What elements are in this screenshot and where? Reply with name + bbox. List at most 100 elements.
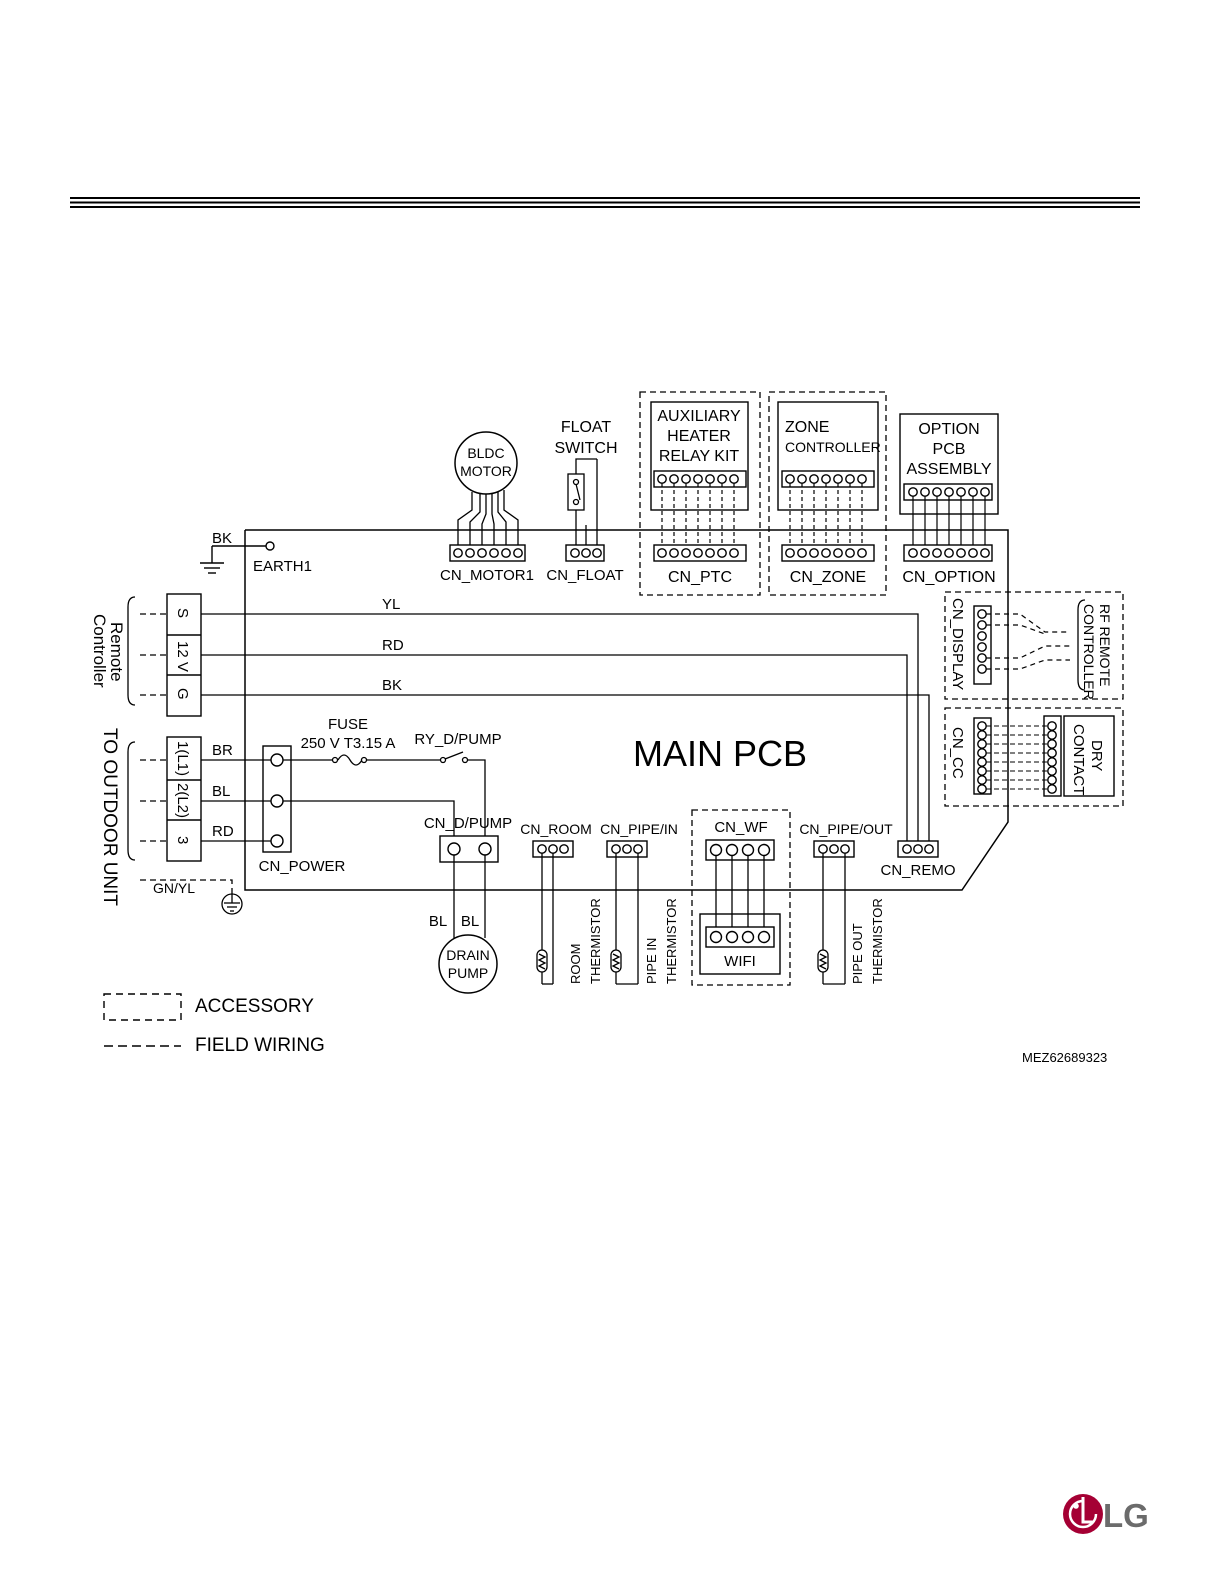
cn-cc-label: CN_CC xyxy=(949,727,966,779)
cn-pipe-in-label: CN_PIPE/IN xyxy=(600,821,678,837)
relay-label: RY_D/PUMP xyxy=(414,731,501,748)
cn-remo-label: CN_REMO xyxy=(880,862,955,879)
pipe-in-thermistor-line2: THERMISTOR xyxy=(664,898,679,984)
wire-bk-label: BK xyxy=(382,677,402,694)
option-pcb-line2: PCB xyxy=(933,441,966,458)
dry-contact-line1: DRY xyxy=(1088,740,1105,771)
pipe-out-thermistor-line2: THERMISTOR xyxy=(870,898,885,984)
fuse-line1: FUSE xyxy=(328,716,368,733)
rf-wires xyxy=(986,613,1070,670)
header-rule xyxy=(70,197,1140,208)
terminal-12v: 12 V xyxy=(174,641,191,672)
outdoor-terminal-block xyxy=(166,736,202,862)
cn-power-label: CN_POWER xyxy=(259,858,346,875)
earth-wire-bk: BK xyxy=(212,530,232,547)
zone-controller-line1: ZONE xyxy=(785,419,829,436)
cn-pipe-in-pins xyxy=(611,844,643,854)
power-wires xyxy=(201,759,486,842)
part-number: MEZ62689323 xyxy=(1022,1050,1107,1065)
terminal-3: 3 xyxy=(174,836,191,844)
legend-accessory-label: ACCESSORY xyxy=(195,996,314,1017)
wifi-module-pins xyxy=(709,930,771,944)
aux-heater-relay-kit xyxy=(650,401,749,511)
terminal-1: 1(L1) xyxy=(174,741,191,776)
wifi-label: WIFI xyxy=(724,953,756,970)
zone-wires xyxy=(789,483,863,549)
room-thermistor-line2: THERMISTOR xyxy=(588,898,603,984)
option-wires xyxy=(912,496,986,549)
outdoor-unit-label: TO OUTDOOR UNIT xyxy=(99,728,120,906)
pipe-in-thermistor-line1: PIPE IN xyxy=(644,938,659,984)
aux-heater-line1: AUXILIARY xyxy=(657,408,741,425)
cn-pipe-out-pins xyxy=(818,844,850,854)
cn-option-label: CN_OPTION xyxy=(902,569,995,586)
cc-wires xyxy=(986,725,1048,790)
pipe-out-thermistor-line1: PIPE OUT xyxy=(850,923,865,984)
cn-wf-pins xyxy=(709,843,771,857)
lg-logo xyxy=(1063,1494,1103,1534)
zone-controller-line2: CONTROLLER xyxy=(785,439,881,455)
drain-pump xyxy=(438,934,498,994)
remote-field-wiring xyxy=(140,613,167,696)
cn-pipe-out-label: CN_PIPE/OUT xyxy=(799,821,893,837)
cn-display-label: CN_DISPLAY xyxy=(949,598,966,690)
cn-dpump-label: CN_D/PUMP xyxy=(424,815,512,832)
wire-br-label: BR xyxy=(212,742,233,759)
gn-yl-label: GN/YL xyxy=(153,880,195,896)
bldc-motor-line1: BLDC xyxy=(467,445,504,461)
cn-float-label: CN_FLOAT xyxy=(546,567,623,584)
remote-controller-line2: Controller xyxy=(90,614,109,688)
remote-wires xyxy=(201,613,930,843)
terminal-2: 2(L2) xyxy=(174,783,191,818)
bldc-motor-line2: MOTOR xyxy=(460,463,512,479)
pump-bl2-label: BL xyxy=(461,913,479,930)
display-accessory-box xyxy=(944,591,1124,700)
rf-remote-line2: CONTROLLER xyxy=(1081,604,1097,700)
drain-pump-line2: PUMP xyxy=(448,965,488,981)
fuse-line2: 250 V T3.15 A xyxy=(301,735,396,752)
aux-heater-accessory-box xyxy=(639,391,761,596)
wifi-accessory-box xyxy=(691,809,791,986)
remote-controller-line1: Remote xyxy=(107,622,126,682)
aux-heater-line2: HEATER xyxy=(667,428,731,445)
cc-accessory-box xyxy=(944,707,1124,807)
cn-wf-label: CN_WF xyxy=(714,819,767,836)
terminal-g: G xyxy=(174,688,191,700)
outdoor-field-wiring xyxy=(140,759,233,893)
wifi-module-connector xyxy=(705,926,775,948)
cn-ptc-label: CN_PTC xyxy=(668,569,732,586)
relay-symbol xyxy=(439,751,469,764)
room-thermistor-wires xyxy=(536,853,554,985)
legend-accessory-swatch xyxy=(103,993,182,1021)
wire-rd-label: RD xyxy=(382,637,404,654)
cn-zone-label: CN_ZONE xyxy=(790,569,866,586)
aux-heater-wires xyxy=(661,483,735,549)
cn-power-pins xyxy=(270,753,284,848)
option-pcb-line3: ASSEMBLY xyxy=(906,461,991,478)
rf-remote-line1: RF REMOTE xyxy=(1097,604,1113,686)
wire-bl-label: BL xyxy=(212,783,230,800)
lg-logo-text: LG xyxy=(1103,1497,1149,1534)
float-switch-line1: FLOAT xyxy=(561,419,612,436)
main-pcb-label: MAIN PCB xyxy=(633,733,807,774)
cn-room-pins xyxy=(537,844,569,854)
main-pcb-outline xyxy=(244,529,1009,891)
cn-wf-connector xyxy=(705,839,775,861)
option-pcb-line1: OPTION xyxy=(918,421,979,438)
dry-contact-box xyxy=(1063,715,1115,797)
legend-field-wiring-label: FIELD WIRING xyxy=(195,1035,325,1056)
wifi-module xyxy=(699,913,781,975)
remote-brace xyxy=(127,596,136,706)
outdoor-ground xyxy=(221,893,243,915)
rf-brace xyxy=(1077,599,1086,691)
pipe-in-thermistor-wires xyxy=(610,853,639,985)
wire-yl-label: YL xyxy=(382,596,400,613)
wire-rd2-label: RD xyxy=(212,823,234,840)
outdoor-brace xyxy=(127,741,136,861)
cn-motor1-label: CN_MOTOR1 xyxy=(440,567,534,584)
terminal-s: S xyxy=(174,608,191,618)
cn-float-pins xyxy=(570,548,602,558)
cn-room-label: CN_ROOM xyxy=(520,821,592,837)
zone-controller xyxy=(777,401,879,511)
drain-pump-line1: DRAIN xyxy=(446,947,490,963)
